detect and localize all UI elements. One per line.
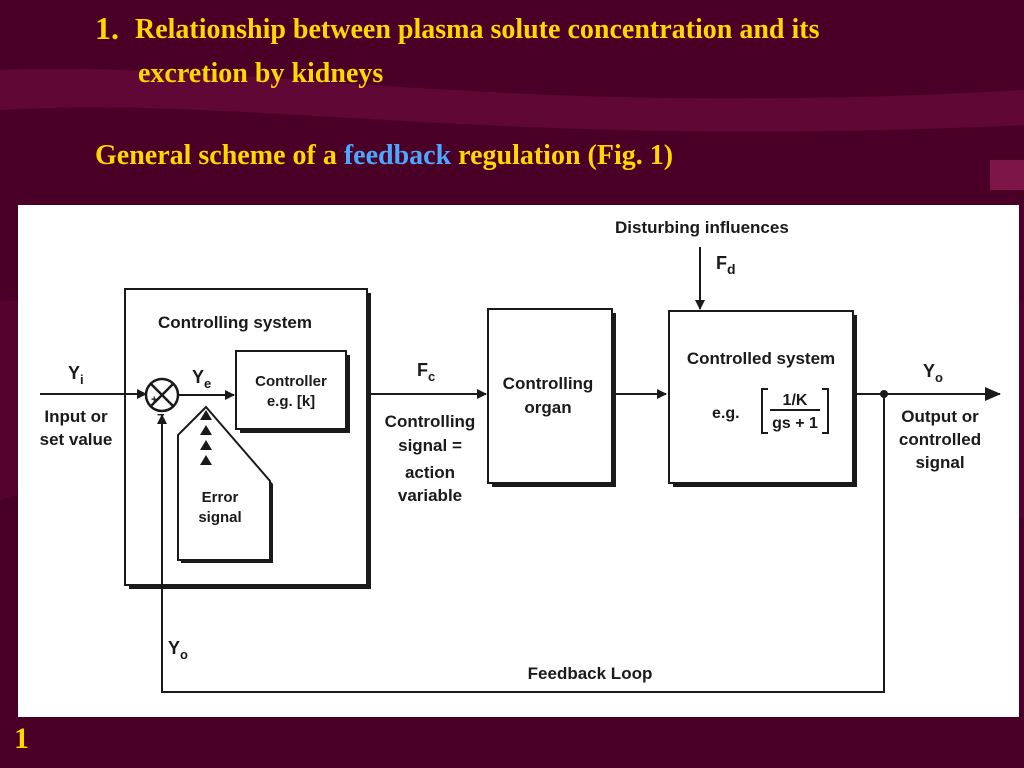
- fc-main: F: [417, 360, 428, 380]
- error-label-line2: signal: [198, 509, 241, 526]
- yo-feedback-main: Y: [168, 638, 180, 658]
- subtitle-highlight: feedback: [343, 140, 452, 171]
- controller-label: Controller: [255, 373, 327, 390]
- signal-label-line1: Controlling: [385, 412, 476, 431]
- title-line-1: Relationship between plasma solute conce…: [135, 14, 820, 45]
- organ-label-line1: Controlling: [503, 374, 594, 393]
- plus-sign: +: [151, 394, 157, 406]
- ye-label: Ye: [192, 367, 211, 391]
- signal-label-line2: signal =: [398, 436, 462, 455]
- input-label-line2: set value: [40, 430, 113, 449]
- yo-feedback-sub: o: [180, 647, 188, 662]
- title-number: 1.: [95, 10, 119, 46]
- transfer-function-brackets: [761, 388, 829, 434]
- subtitle: General scheme of a feedback regulation …: [95, 140, 673, 172]
- yo-main: Y: [923, 361, 935, 381]
- fd-sub: d: [727, 261, 736, 277]
- fc-sub: c: [428, 369, 435, 384]
- eg-label: e.g.: [712, 405, 740, 422]
- fd-label: Fd: [716, 253, 736, 277]
- signal-label-line3: action: [405, 463, 455, 482]
- fc-label: Fc: [417, 360, 435, 384]
- error-label-line1: Error: [202, 489, 239, 506]
- controller-box: [235, 350, 347, 430]
- yo-feedback-label: Yo: [168, 638, 188, 662]
- yo-label: Yo: [923, 361, 943, 385]
- ye-sub: e: [204, 376, 211, 391]
- input-label-line1: Input or: [44, 407, 108, 426]
- yi-sub: i: [80, 372, 84, 387]
- error-signal-callout: [177, 405, 273, 563]
- controlling-organ-box: [487, 308, 613, 484]
- ye-main: Y: [192, 367, 204, 387]
- controlling-system-label: Controlling system: [158, 313, 312, 332]
- feedback-loop-line: [157, 394, 885, 693]
- error-marker-2: [200, 425, 212, 435]
- controlled-system-label: Controlled system: [687, 349, 835, 368]
- subtitle-pre: General scheme of a: [95, 140, 344, 171]
- yo-sub: o: [935, 370, 943, 385]
- output-label-line3: signal: [915, 453, 964, 472]
- signal-label-line4: variable: [398, 486, 462, 505]
- feedback-loop-label: Feedback Loop: [528, 664, 653, 683]
- title-line-2: excretion by kidneys: [138, 58, 384, 89]
- controller-example: e.g. [k]: [267, 393, 315, 410]
- error-marker-4: [200, 455, 212, 465]
- organ-label-line2: organ: [524, 398, 571, 417]
- yi-label: Yi: [68, 363, 84, 387]
- slide-page-number: 1: [14, 722, 29, 755]
- subtitle-post: regulation (Fig. 1): [451, 140, 674, 171]
- output-label-line2: controlled: [899, 430, 981, 449]
- tf-numerator: 1/K: [783, 392, 808, 409]
- yi-main: Y: [68, 363, 80, 383]
- error-marker-1: [200, 410, 212, 420]
- output-label-line1: Output or: [901, 407, 979, 426]
- feedback-diagram: Disturbing influences Fd Controlling sys…: [40, 218, 1001, 693]
- tf-denominator: gs + 1: [772, 415, 818, 432]
- error-marker-3: [200, 440, 212, 450]
- fd-main: F: [716, 253, 727, 273]
- feedback-diagram-figure: Disturbing influences Fd Controlling sys…: [18, 205, 1019, 717]
- disturbing-influences-label: Disturbing influences: [615, 218, 789, 237]
